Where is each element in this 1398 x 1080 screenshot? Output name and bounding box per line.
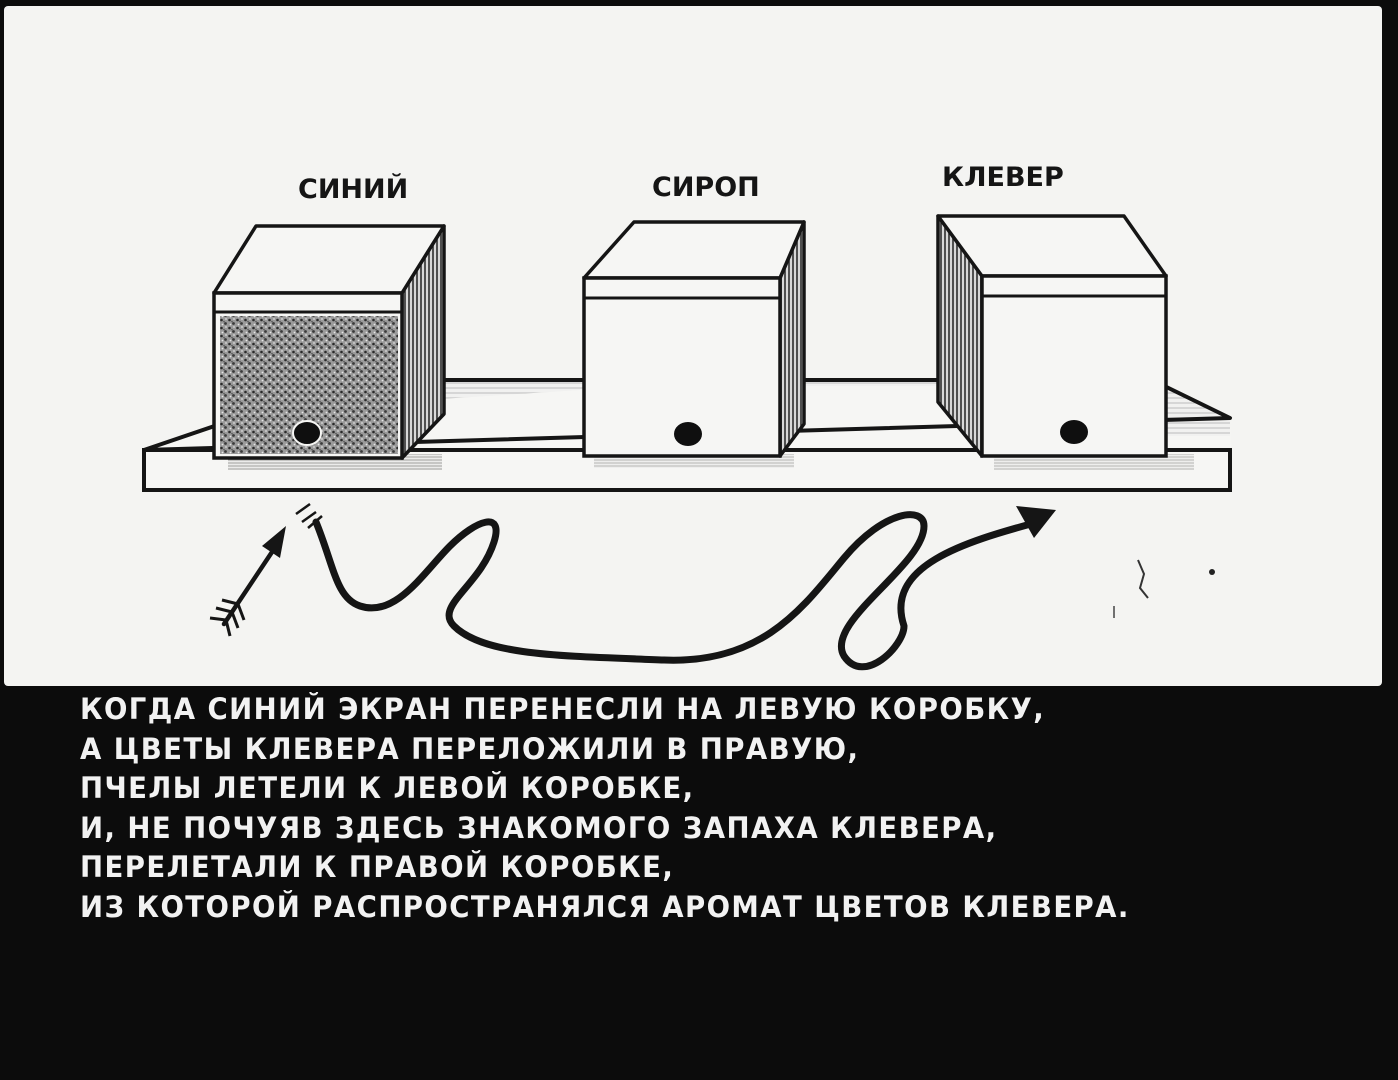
caption-block: КОГДА СИНИЙ ЭКРАН ПЕРЕНЕСЛИ НА ЛЕВУЮ КОР… <box>80 690 1370 927</box>
box-left <box>212 224 446 460</box>
entrance-hole <box>292 420 322 446</box>
film-specks <box>1113 559 1215 618</box>
box-label-right: КЛЕВЕР <box>942 162 1064 193</box>
bee-flight-path-arrow-icon <box>295 502 1056 671</box>
caption-line: ПЕРЕЛЕТАЛИ К ПРАВОЙ КОРОБКЕ, <box>80 850 675 884</box>
caption-line: А ЦВЕТЫ КЛЕВЕРА ПЕРЕЛОЖИЛИ В ПРАВУЮ, <box>80 731 860 766</box>
illustration-panel: СИНИЙ СИРОП КЛЕВЕР <box>4 6 1382 686</box>
entrance-hole <box>674 422 702 446</box>
caption-line: ПЧЕЛЫ ЛЕТЕЛИ К ЛЕВОЙ КОРОБКЕ, <box>80 771 695 805</box>
caption-line: ИЗ КОТОРОЙ РАСПРОСТРАНЯЛСЯ АРОМАТ ЦВЕТОВ… <box>80 889 1130 924</box>
illustration: СИНИЙ СИРОП КЛЕВЕР <box>142 162 1232 671</box>
fletched-arrow-icon <box>209 526 286 637</box>
box-right <box>936 214 1168 458</box>
box-label-middle: СИРОП <box>652 172 760 203</box>
caption-line: КОГДА СИНИЙ ЭКРАН ПЕРЕНЕСЛИ НА ЛЕВУЮ КОР… <box>80 692 1046 726</box>
box-label-left: СИНИЙ <box>298 173 408 205</box>
entrance-hole <box>1060 420 1088 444</box>
box-middle <box>582 220 806 458</box>
caption-line: И, НЕ ПОЧУЯВ ЗДЕСЬ ЗНАКОМОГО ЗАПАХА КЛЕВ… <box>80 810 998 845</box>
